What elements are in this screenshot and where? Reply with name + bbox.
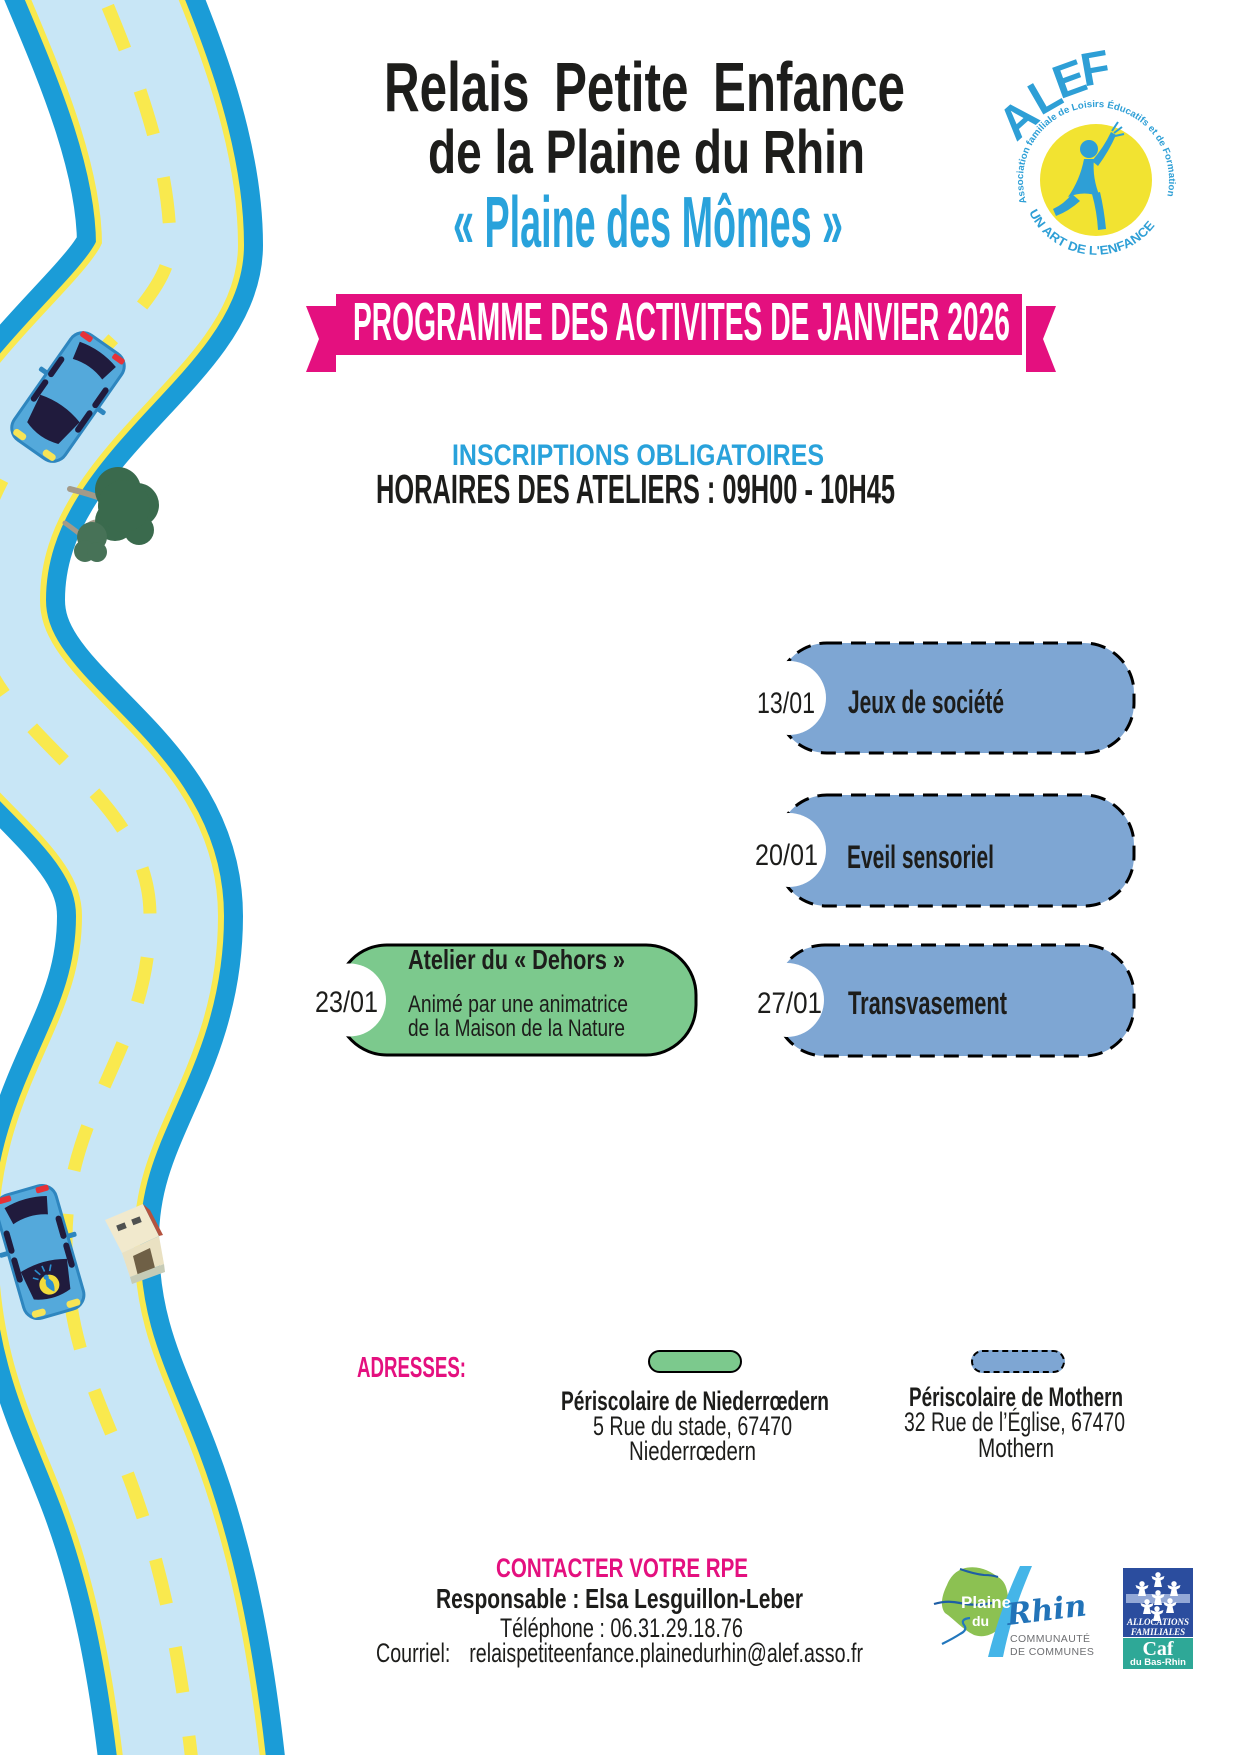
caf-figures bbox=[1135, 1572, 1181, 1621]
caf-top1: ALLOCATIONS bbox=[1126, 1617, 1189, 1627]
address-niederroedern-name: Périscolaire de Niederrœdern bbox=[561, 1386, 829, 1416]
caf-name: Caf bbox=[1142, 1638, 1173, 1660]
activity-pill-3 bbox=[313, 943, 698, 1057]
contact-phone: Téléphone : 06.31.29.18.76 bbox=[500, 1613, 743, 1643]
caf-logo: ALLOCATIONS FAMILIALES Caf du Bas-Rhin bbox=[1123, 1568, 1193, 1669]
contact-heading: CONTACTER VOTRE RPE bbox=[496, 1553, 749, 1583]
address-niederroedern-street: 5 Rue du stade, 67470 bbox=[593, 1411, 793, 1441]
banner-tail-left bbox=[306, 306, 336, 372]
activity-date-1: 13/01 bbox=[757, 687, 815, 720]
pill-shape bbox=[775, 793, 1136, 908]
pink-car bbox=[0, 1177, 98, 1327]
alef-dancer bbox=[1053, 121, 1125, 230]
road-surface bbox=[0, 0, 196, 1755]
activity-pill-2 bbox=[752, 793, 1136, 908]
contact-responsable: Responsable : Elsa Lesguillon-Leber bbox=[436, 1583, 803, 1614]
caf-teal-panel bbox=[1123, 1638, 1193, 1669]
activity-detail-3a: Animé par une animatrice bbox=[408, 991, 629, 1018]
cdc-word-du: du bbox=[972, 1613, 989, 1629]
contact-email-line: Courriel: relaispetiteenfance.plainedurhi… bbox=[376, 1640, 1045, 1667]
tree bbox=[62, 467, 159, 562]
cdc-river-line2 bbox=[959, 1568, 999, 1578]
cdc-river-line3 bbox=[941, 1616, 971, 1645]
cdc-map-shape bbox=[941, 1567, 1012, 1637]
pill-date-notch bbox=[752, 813, 826, 887]
address-niederroedern-town: Niederrœdern bbox=[629, 1436, 757, 1466]
caf-top2: FAMILIALES bbox=[1130, 1627, 1185, 1637]
address-mothern-name: Périscolaire de Mothern bbox=[909, 1382, 1124, 1412]
legend-pill-blue bbox=[971, 1350, 1065, 1373]
page-motto: « Plaine des Mômes » bbox=[453, 183, 844, 263]
caf-sub: du Bas-Rhin bbox=[1130, 1657, 1186, 1668]
cdc-logo: Plaine du Rhin COMMUNAUTÉ DE COMMUNES bbox=[933, 1566, 1094, 1658]
page-subtitle: de la Plaine du Rhin bbox=[428, 118, 866, 186]
pill-date-notch bbox=[313, 963, 386, 1037]
activity-date-2: 20/01 bbox=[755, 839, 818, 872]
legend-pill-green bbox=[648, 1350, 742, 1373]
activity-date-3: 23/01 bbox=[315, 986, 378, 1019]
contact-email-label: Courriel: bbox=[376, 1638, 451, 1668]
banner-tail-right bbox=[1026, 306, 1056, 372]
activity-date-4: 27/01 bbox=[757, 987, 823, 1020]
activity-detail-3b: de la Maison de la Nature bbox=[408, 1015, 625, 1042]
address-mothern-town: Mothern bbox=[978, 1433, 1055, 1463]
activity-title-4: Transvasement bbox=[848, 985, 1008, 1021]
banner-title: PROGRAMME DES ACTIVITES DE JANVIER 2026 bbox=[353, 292, 1010, 352]
cdc-river-line bbox=[933, 1600, 993, 1606]
cdc-sub1: COMMUNAUTÉ bbox=[1010, 1632, 1090, 1645]
page-title: Relais Petite Enfance bbox=[384, 48, 905, 126]
cdc-word-plaine: Plaine bbox=[961, 1593, 1011, 1612]
note-inscriptions: INSCRIPTIONS OBLIGATOIRES bbox=[452, 439, 824, 472]
program-banner bbox=[306, 294, 1056, 372]
activity-pill-1 bbox=[752, 641, 1136, 755]
pill-date-notch bbox=[750, 963, 824, 1037]
activity-title-1: Jeux de société bbox=[848, 684, 1004, 720]
cdc-sub2: DE COMMUNES bbox=[1010, 1646, 1094, 1658]
activity-title-2: Eveil sensoriel bbox=[847, 839, 995, 875]
alef-name: A L E F bbox=[988, 42, 1114, 150]
alef-sun bbox=[1040, 124, 1152, 236]
pill-date-notch bbox=[752, 661, 826, 735]
note-horaires: HORAIRES DES ATELIERS : 09H00 - 10H45 bbox=[376, 466, 896, 512]
address-mothern-street: 32 Rue de l’Église, 67470 bbox=[904, 1407, 1126, 1437]
road-artwork bbox=[0, 0, 340, 1755]
alef-logo: A L E F Association familiale de Loisirs… bbox=[988, 42, 1177, 258]
activity-pill-4 bbox=[750, 943, 1136, 1058]
contact-email[interactable]: relaispetiteenfance.plainedurhin@alef.as… bbox=[469, 1638, 864, 1668]
alef-sticker bbox=[32, 1264, 60, 1295]
banner-body bbox=[336, 294, 1022, 355]
pill-shape bbox=[775, 641, 1136, 755]
house bbox=[105, 1204, 165, 1284]
addresses-label: ADRESSES: bbox=[357, 1352, 467, 1384]
cdc-river-band bbox=[988, 1566, 1032, 1657]
activity-title-3: Atelier du « Dehors » bbox=[408, 944, 625, 975]
